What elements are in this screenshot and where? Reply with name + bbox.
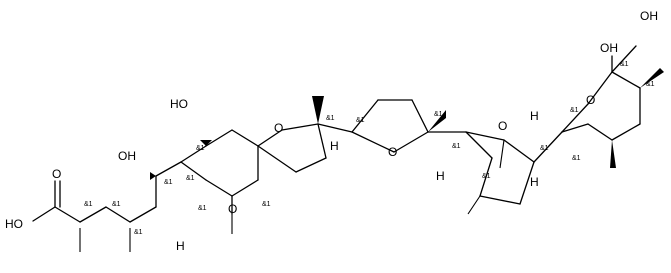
atom-labels: HO OH O HO O O O O O OH OH H H H H H [5,9,658,253]
stereo-label: &1 [198,205,207,212]
stereo-label: &1 [482,173,491,180]
stereo-label: &1 [164,179,173,186]
stereo-label: &1 [262,201,271,208]
stereo-bonds [79,68,664,252]
stereo-annotations: &1 &1 &1 &1 &1 &1 &1 &1 &1 &1 &1 &1 &1 &… [84,61,655,236]
atom-ho-acid: HO [5,217,23,231]
atom-oh-right-2: OH [640,9,658,23]
stereo-label: &1 [134,229,143,236]
atom-h-d: H [530,175,539,189]
stereo-label: &1 [540,145,549,152]
atom-h-e: H [530,109,539,123]
atom-ho-top-left: HO [170,97,188,111]
stereo-label: &1 [452,143,461,150]
atom-oh-right-1: OH [600,41,618,55]
stereo-label: &1 [646,81,655,88]
stereo-label: &1 [356,117,365,124]
atom-o-ring-e: O [586,93,595,107]
atom-o-ring-b: O [274,121,283,135]
atom-h-b: H [330,139,339,153]
atom-o-ring-c: O [388,145,397,159]
stereo-label: &1 [196,145,205,152]
atom-h-c: H [436,169,445,183]
atom-h-a: H [176,239,185,253]
stereo-label: &1 [620,61,629,68]
stereo-label: &1 [112,201,121,208]
atom-oh-acid-side: OH [118,149,136,163]
atom-o-ring-a: O [228,202,237,216]
stereo-label: &1 [570,107,579,114]
stereo-label: &1 [434,111,443,118]
bond-lines [32,45,641,223]
stereo-label: &1 [572,155,581,162]
atom-o-ring-d: O [498,119,507,133]
stereo-label: &1 [326,115,335,122]
stereo-label: &1 [186,175,195,182]
atom-o-carbonyl: O [52,167,61,181]
stereo-label: &1 [84,201,93,208]
